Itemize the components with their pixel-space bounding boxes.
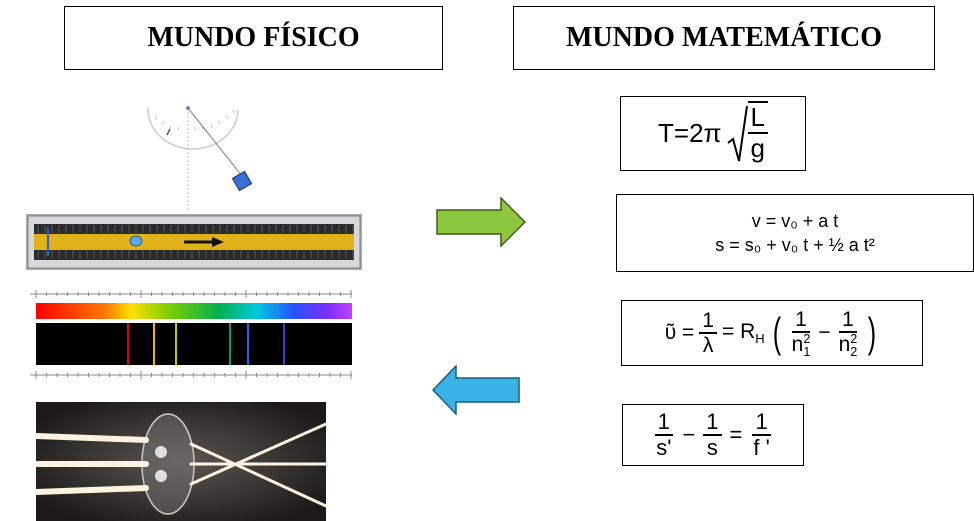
left-arrow-icon	[432, 365, 520, 415]
lens-formula: 1 s' − 1 s = 1 f '	[622, 404, 804, 466]
lens-photo-illustration	[36, 402, 326, 521]
object-distance-fraction: 1 s	[703, 409, 722, 460]
physical-world-label: MUNDO FÍSICO	[147, 22, 360, 53]
math-world-title: MUNDO MATEMÁTICO	[513, 6, 935, 70]
wavenumber-lhs: ῦ =	[664, 321, 695, 344]
rydberg-constant: = RH	[721, 319, 765, 347]
pendulum-denominator: g	[750, 132, 765, 163]
pendulum-numerator: L	[747, 103, 768, 134]
pendulum-illustration	[147, 106, 253, 210]
inverse-lambda-den: λ	[702, 334, 714, 357]
left-paren: (	[772, 309, 781, 356]
track-cart-illustration	[26, 214, 362, 270]
lens-minus: −	[682, 422, 696, 447]
pendulum-fraction: L g	[747, 100, 768, 163]
physical-world-title: MUNDO FÍSICO	[64, 6, 443, 70]
kinematics-formula: v = v₀ + a t s = s₀ + v₀ t + ½ a t²	[616, 194, 974, 272]
math-world-label: MUNDO MATEMÁTICO	[565, 22, 882, 53]
sqrt-icon	[726, 105, 748, 161]
pendulum-lhs: T=2π	[658, 118, 722, 148]
minus-sign: −	[818, 321, 831, 344]
position-equation: s = s₀ + v₀ t + ½ a t²	[715, 235, 875, 255]
focal-length-fraction: 1 f '	[752, 408, 771, 460]
inverse-lambda-fraction: 1 λ	[699, 309, 717, 357]
right-arrow-icon	[436, 197, 526, 247]
inverse-lambda-num: 1	[699, 309, 717, 334]
velocity-equation: v = v₀ + a t	[751, 210, 839, 231]
image-distance-fraction: 1 s'	[654, 408, 673, 460]
lens-equals: =	[729, 422, 743, 447]
right-paren: )	[868, 309, 877, 356]
spectrum-illustration	[30, 290, 352, 379]
pendulum-formula: T=2π L g	[620, 96, 806, 171]
